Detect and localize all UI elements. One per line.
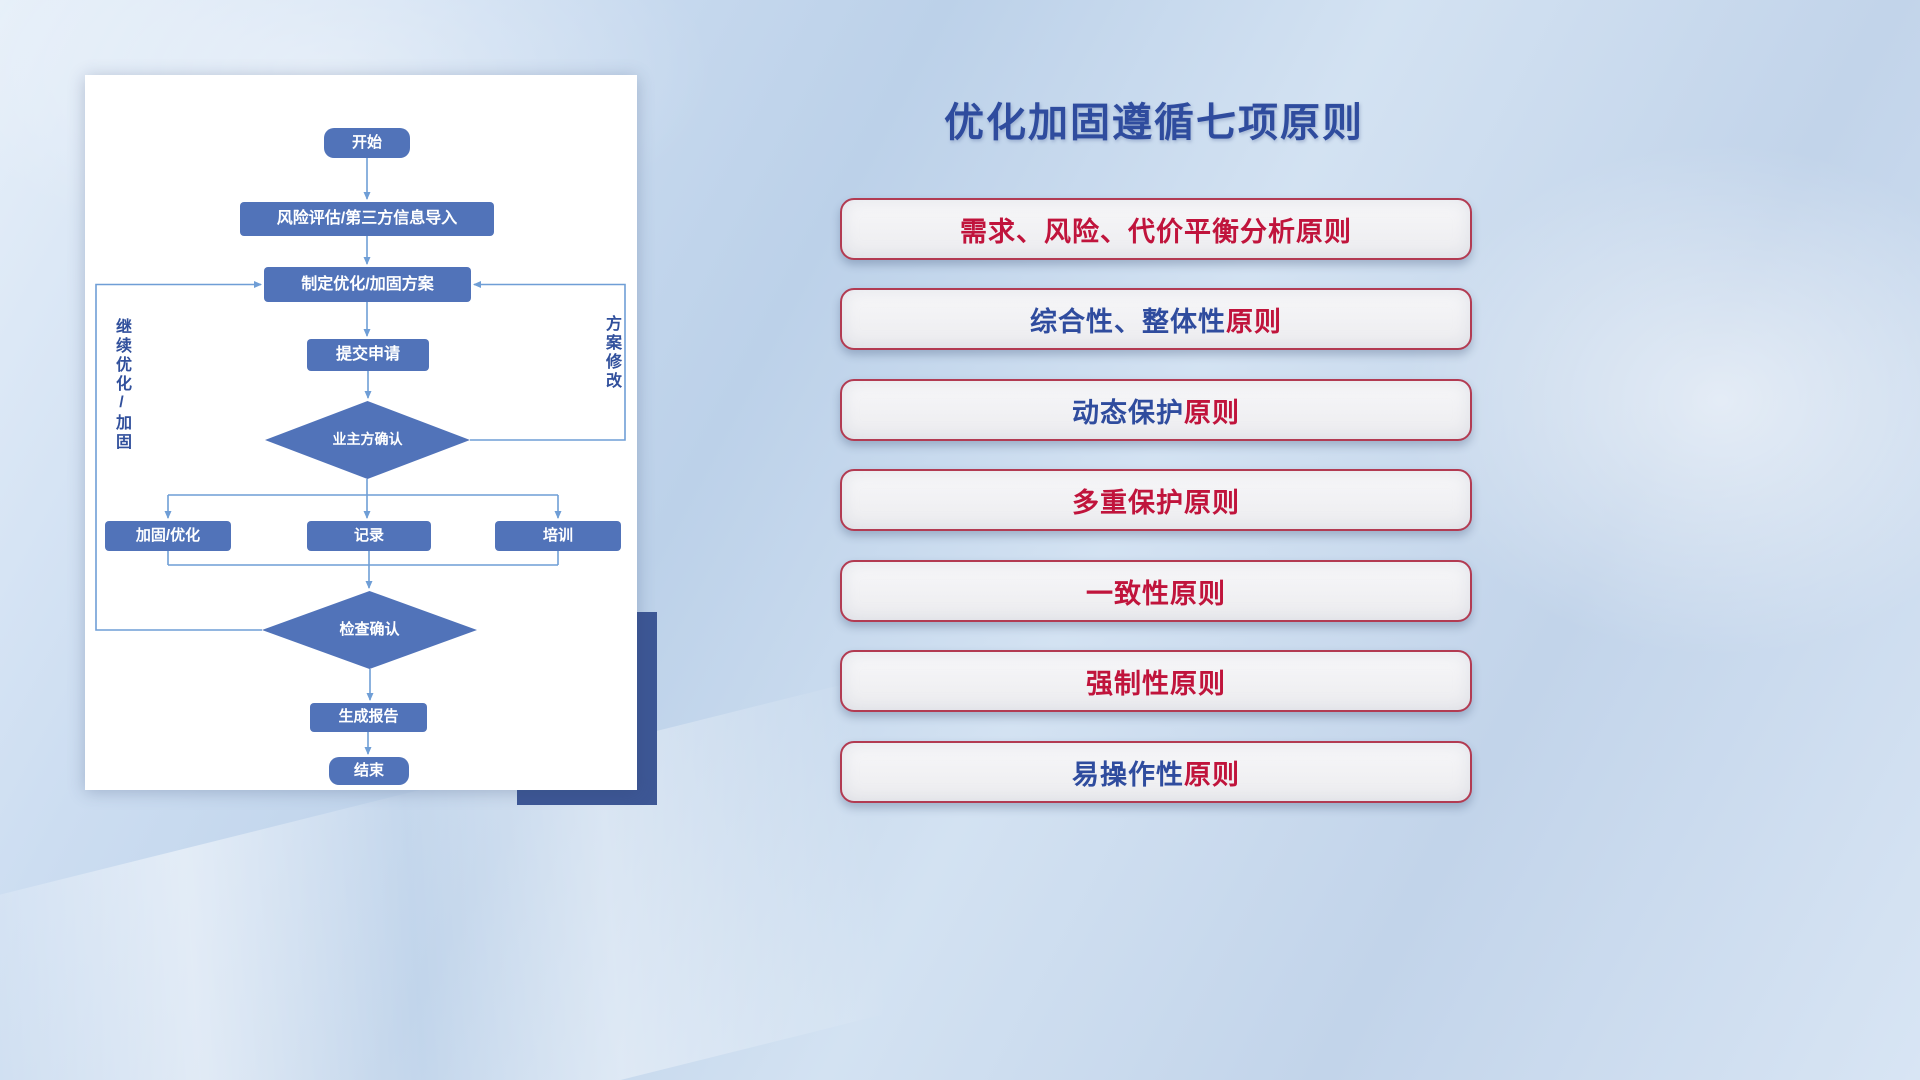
- flow-node-submit: 提交申请: [307, 339, 429, 371]
- loop-label-plan-revise: 方案修改: [603, 315, 620, 391]
- principle-text: 强制性原则: [1086, 668, 1226, 699]
- principle-text-suffix: 原则: [1184, 759, 1240, 790]
- flowchart-card: 开始 风险评估/第三方信息导入 制定优化/加固方案 提交申请 业主方确认 加固/…: [85, 75, 637, 790]
- principle-pill-2: 综合性、整体性原则: [840, 288, 1472, 350]
- loop-label-continue-optimize: 继续优化/加固: [113, 318, 130, 452]
- principle-pill-7: 易操作性原则: [840, 741, 1472, 803]
- flow-node-end: 结束: [329, 757, 409, 785]
- principle-text-suffix: 原则: [1184, 397, 1240, 428]
- principle-pill-5: 一致性原则: [840, 560, 1472, 622]
- principle-text: 需求、风险、代价平衡分析原则: [960, 216, 1352, 247]
- principle-pill-4: 多重保护原则: [840, 469, 1472, 531]
- flow-node-report: 生成报告: [310, 703, 427, 732]
- flow-node-make-plan: 制定优化/加固方案: [264, 267, 471, 302]
- flow-node-record: 记录: [307, 521, 431, 551]
- principle-text: 多重保护原则: [1072, 487, 1240, 518]
- principle-text: 易操作性: [1072, 759, 1184, 790]
- principle-pill-6: 强制性原则: [840, 650, 1472, 712]
- slide-title: 优化加固遵循七项原则: [944, 101, 1364, 145]
- flow-node-harden-optimize: 加固/优化: [105, 521, 231, 551]
- principle-pill-3: 动态保护原则: [840, 379, 1472, 441]
- background-streak-right: [1400, 140, 1920, 660]
- principle-pill-1: 需求、风险、代价平衡分析原则: [840, 198, 1472, 260]
- principle-text-suffix: 原则: [1226, 306, 1282, 337]
- flow-node-start: 开始: [324, 128, 410, 158]
- flow-node-training: 培训: [495, 521, 621, 551]
- flow-connectors: [95, 158, 626, 755]
- principle-text: 动态保护: [1072, 397, 1184, 428]
- flow-node-risk-import: 风险评估/第三方信息导入: [240, 202, 494, 236]
- principle-text: 综合性、整体性: [1030, 306, 1226, 337]
- principle-text: 一致性原则: [1086, 578, 1226, 609]
